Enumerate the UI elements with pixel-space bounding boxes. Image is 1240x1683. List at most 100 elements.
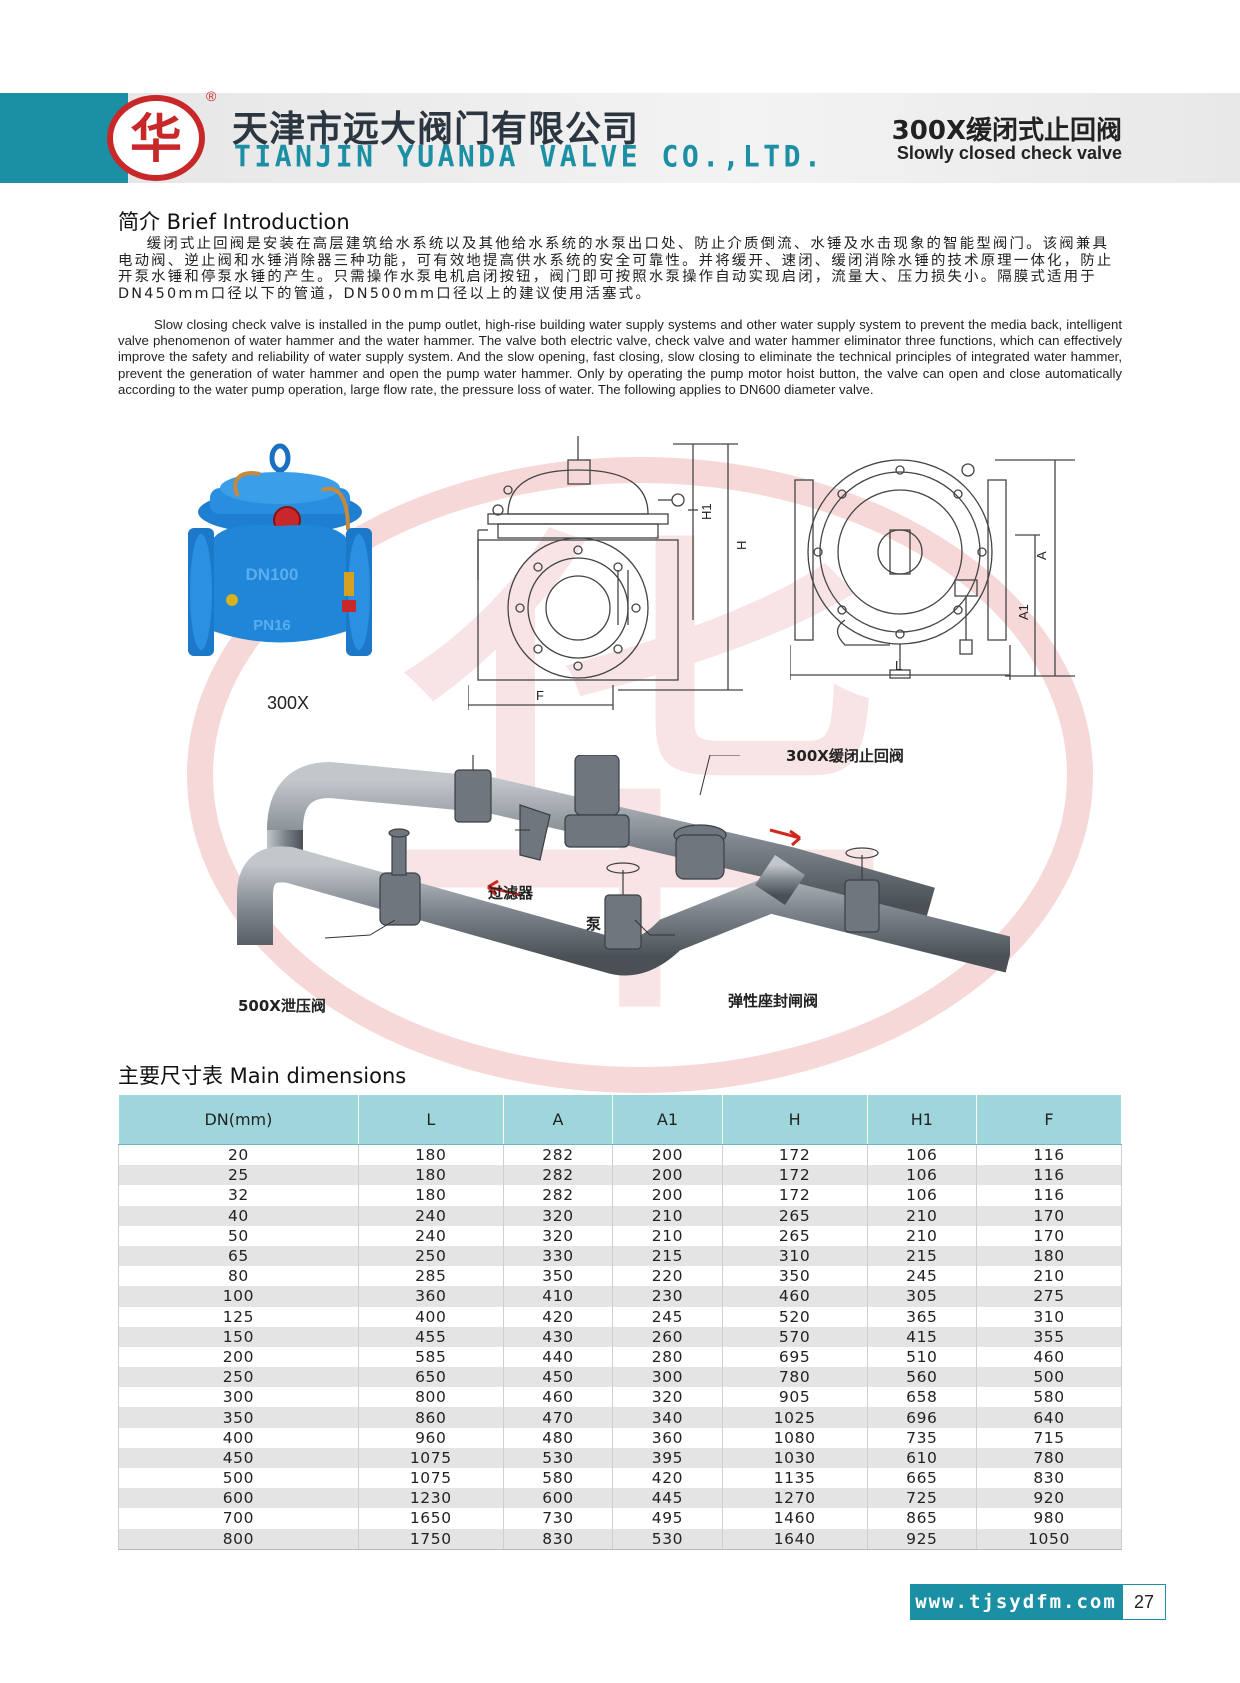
table-cell: 1640 [721,1528,868,1550]
column-header: L [357,1094,504,1145]
lower-gate-valve [604,862,642,950]
table-cell: 905 [721,1387,868,1408]
table-cell: 350 [502,1266,614,1287]
table-cell: 170 [976,1225,1122,1246]
table-cell: 210 [866,1225,978,1246]
table-cell: 25 [118,1165,359,1186]
registered-mark: ® [206,88,217,104]
website-url[interactable]: www.tjsydfm.com [910,1584,1122,1620]
table-cell: 925 [866,1528,978,1550]
table-cell: 730 [502,1508,614,1529]
table-cell: 460 [976,1346,1122,1368]
table-cell: 210 [612,1205,723,1226]
table-cell: 800 [118,1528,359,1550]
table-cell: 116 [976,1185,1122,1206]
table-cell: 215 [866,1245,978,1267]
table-cell: 1750 [357,1528,504,1550]
table-cell: 250 [118,1367,359,1388]
table-cell: 725 [866,1488,978,1509]
upper-gate-valve [454,755,492,823]
table-header-row: DN(mm) L A A1 H H1 F [118,1094,1122,1145]
table-cell: 250 [357,1245,504,1267]
company-name-cn: 天津市远大阀门有限公司 [232,109,640,150]
table-cell: 400 [118,1427,359,1448]
table-cell: 220 [612,1266,723,1287]
table-cell: 125 [118,1306,359,1327]
column-header: H1 [866,1094,978,1145]
table-cell: 410 [502,1286,614,1307]
table-cell: 1135 [721,1468,868,1489]
table-cell: 240 [357,1225,504,1246]
table-cell: 600 [502,1488,614,1509]
table-cell: 340 [612,1407,723,1428]
table-cell: 696 [866,1407,978,1428]
flow-arrow-right [769,828,801,840]
table-cell: 580 [502,1468,614,1489]
callout-pump: 泵 [586,915,602,933]
table-cell: 172 [721,1185,868,1206]
table-cell: 50 [118,1225,359,1246]
table-cell: 510 [866,1346,978,1368]
table-cell: 282 [502,1185,614,1206]
dimensions-title: 主要尺寸表 Main dimensions [118,1064,407,1088]
table-cell: 360 [612,1427,723,1448]
table-cell: 230 [612,1286,723,1307]
valve-mark-pn: PN16 [253,617,291,634]
table-cell: 300 [612,1367,723,1388]
table-cell: 658 [866,1387,978,1408]
table-cell: 200 [612,1185,723,1206]
table-cell: 180 [357,1185,504,1206]
table-cell: 420 [612,1468,723,1489]
dim-label-h: H [734,541,748,550]
table-cell: 282 [502,1144,614,1166]
dim-label-a: A [1034,551,1049,560]
table-cell: 200 [118,1346,359,1368]
company-logo: 华 [107,95,205,181]
table-cell: 460 [721,1286,868,1307]
front-elevation-drawing: H1 H F [468,436,748,710]
dim-label-a1: A1 [1016,604,1031,620]
table-cell: 106 [866,1185,978,1206]
table-cell: 830 [502,1528,614,1550]
table-cell: 310 [721,1245,868,1267]
table-cell: 180 [357,1144,504,1166]
valve-mark-dn: DN100 [246,565,299,584]
check-valve-300x [673,824,727,880]
intro-title: 简介 Brief Introduction [118,210,350,234]
column-header: H [721,1094,868,1145]
table-cell: 265 [721,1225,868,1246]
table-cell: 310 [976,1306,1122,1327]
table-cell: 500 [976,1367,1122,1388]
table-cell: 330 [502,1245,614,1267]
table-cell: 210 [976,1266,1122,1287]
table-cell: 320 [502,1205,614,1226]
intro-text-en: Slow closing check valve is installed in… [118,317,1122,397]
table-cell: 640 [976,1407,1122,1428]
table-cell: 150 [118,1326,359,1347]
table-cell: 172 [721,1165,868,1186]
table-cell: 300 [118,1387,359,1408]
table-cell: 305 [866,1286,978,1307]
callout-check-valve: 300X缓闭止回阀 [786,747,904,765]
table-cell: 106 [866,1165,978,1186]
table-cell: 695 [721,1346,868,1368]
table-cell: 116 [976,1144,1122,1166]
table-cell: 40 [118,1205,359,1226]
table-cell: 106 [866,1144,978,1166]
table-cell: 1025 [721,1407,868,1428]
table-cell: 530 [502,1447,614,1468]
table-cell: 600 [118,1488,359,1509]
table-cell: 500 [118,1468,359,1489]
table-cell: 460 [502,1387,614,1408]
table-cell: 275 [976,1286,1122,1307]
table-cell: 285 [357,1266,504,1287]
table-cell: 830 [976,1468,1122,1489]
